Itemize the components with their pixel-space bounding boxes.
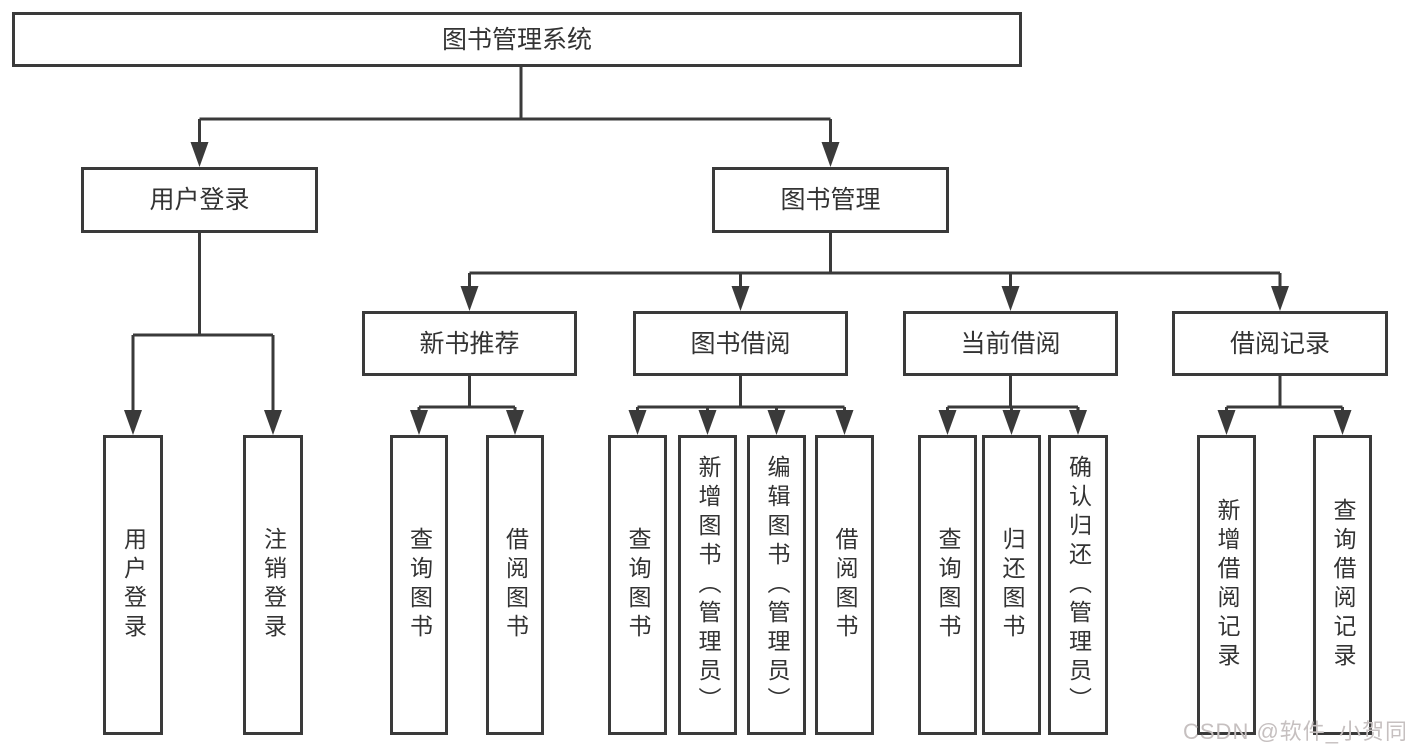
leaf-bb-edit-books-admin: 编辑图书（管理员） [747,435,806,735]
leaf-nb-borrow-books: 借阅图书 [486,435,544,735]
node-borrow-records: 借阅记录 [1172,311,1388,376]
leaf-br-add-borrow-record: 新增借阅记录 [1197,435,1256,735]
csdn-watermark: CSDN @软件_小贺同学 [1183,719,1405,744]
leaf-logout-login: 注销登录 [243,435,303,735]
leaf-bb-query-books: 查询图书 [608,435,667,735]
node-book-management: 图书管理 [712,167,949,233]
leaf-nb-query-books: 查询图书 [390,435,448,735]
node-new-book-recommend: 新书推荐 [362,311,577,376]
node-user-login: 用户登录 [81,167,318,233]
leaf-bb-borrow-books: 借阅图书 [815,435,874,735]
leaf-cb-confirm-return-admin: 确认归还（管理员） [1048,435,1108,735]
leaf-cb-return-books: 归还图书 [982,435,1041,735]
node-book-borrow: 图书借阅 [633,311,848,376]
node-current-borrow: 当前借阅 [903,311,1118,376]
node-library-management-system: 图书管理系统 [12,12,1022,67]
leaf-br-query-borrow-record: 查询借阅记录 [1313,435,1372,735]
leaf-bb-add-books-admin: 新增图书（管理员） [678,435,737,735]
leaf-user-login: 用户登录 [103,435,163,735]
leaf-cb-query-books: 查询图书 [918,435,977,735]
